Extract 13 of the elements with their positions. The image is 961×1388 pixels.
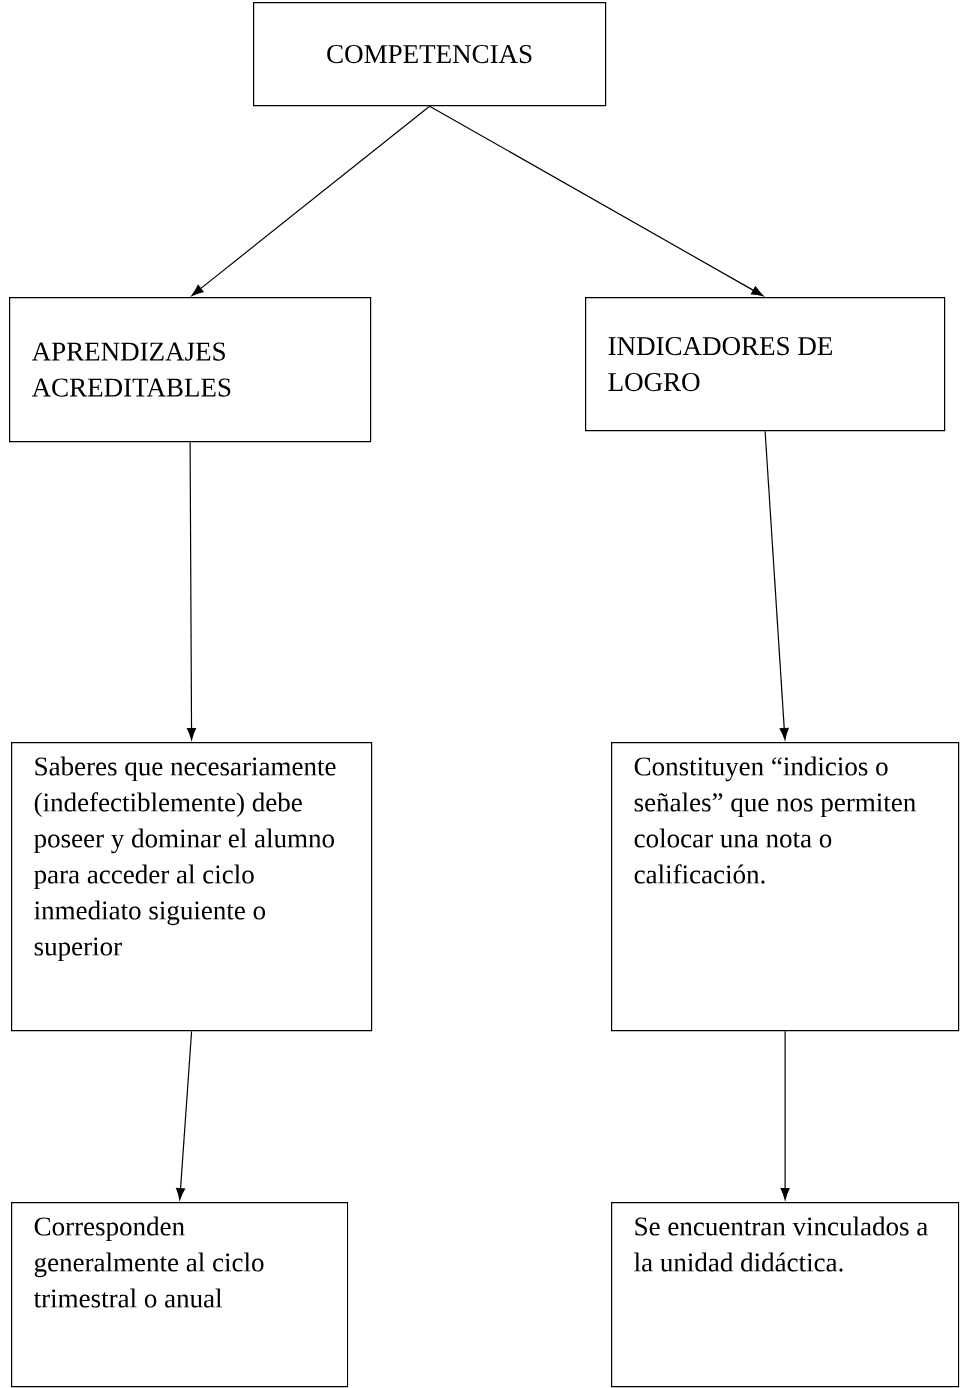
process-box: Se encuentran vinculados a la unidad didáctica.: [611, 1202, 960, 1388]
process-box: Saberes que necesariamente (indefectiblemente) debe poseer y dominar el alumno para acceder al ciclo inmediato siguiente o superior: [11, 742, 373, 1032]
process-box: Constituyen “indicios o señales” que nos permiten colocar una nota o calificación.: [611, 742, 960, 1032]
arrow: [186, 441, 197, 740]
arrow: [429, 105, 764, 297]
process-box: COMPETENCIAS: [253, 2, 607, 107]
arrow: [780, 1030, 790, 1200]
process-box: APRENDIZAJES ACREDITABLES: [9, 296, 372, 443]
process-box: Corresponden generalmente al ciclo trimestral o anual: [11, 1202, 349, 1388]
process-box: INDICADORES DE LOGRO: [585, 296, 946, 432]
arrow: [175, 1030, 193, 1200]
arrow: [191, 105, 431, 296]
arrow: [764, 430, 789, 740]
